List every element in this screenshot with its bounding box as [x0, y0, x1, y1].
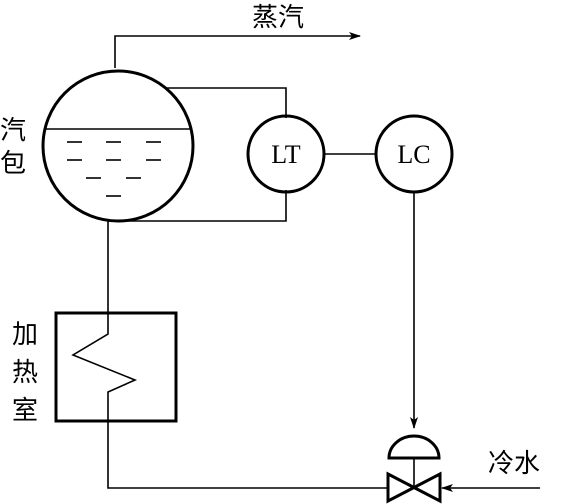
- drum-label-1: 汽: [0, 116, 26, 146]
- steam-drum: [41, 69, 195, 223]
- feedwater-line: [107, 421, 388, 489]
- lt-lower-tap-line: [114, 190, 287, 222]
- valve-body: [386, 471, 442, 504]
- cold-water-label: 冷水: [488, 449, 540, 479]
- lt-label: LT: [271, 140, 300, 169]
- steam-outlet-line: [114, 32, 361, 68]
- heater-label-3: 室: [12, 396, 38, 426]
- drum-label-2: 包: [0, 149, 26, 179]
- valve-actuator: [387, 434, 441, 460]
- lc-label: LC: [397, 140, 430, 169]
- water-dashes: [67, 141, 161, 197]
- lt-upper-tap-line: [166, 87, 287, 118]
- lt-instrument: LT: [246, 114, 326, 194]
- control-valve: [386, 434, 442, 504]
- steam-label: 蒸汽: [252, 3, 304, 33]
- heater-label-1: 加: [12, 320, 38, 350]
- drum-shell: [41, 69, 195, 223]
- lc-instrument: LC: [374, 114, 454, 194]
- heating-chamber: [54, 311, 178, 423]
- heater-coil: [71, 313, 138, 421]
- heater-label-2: 热: [12, 358, 38, 388]
